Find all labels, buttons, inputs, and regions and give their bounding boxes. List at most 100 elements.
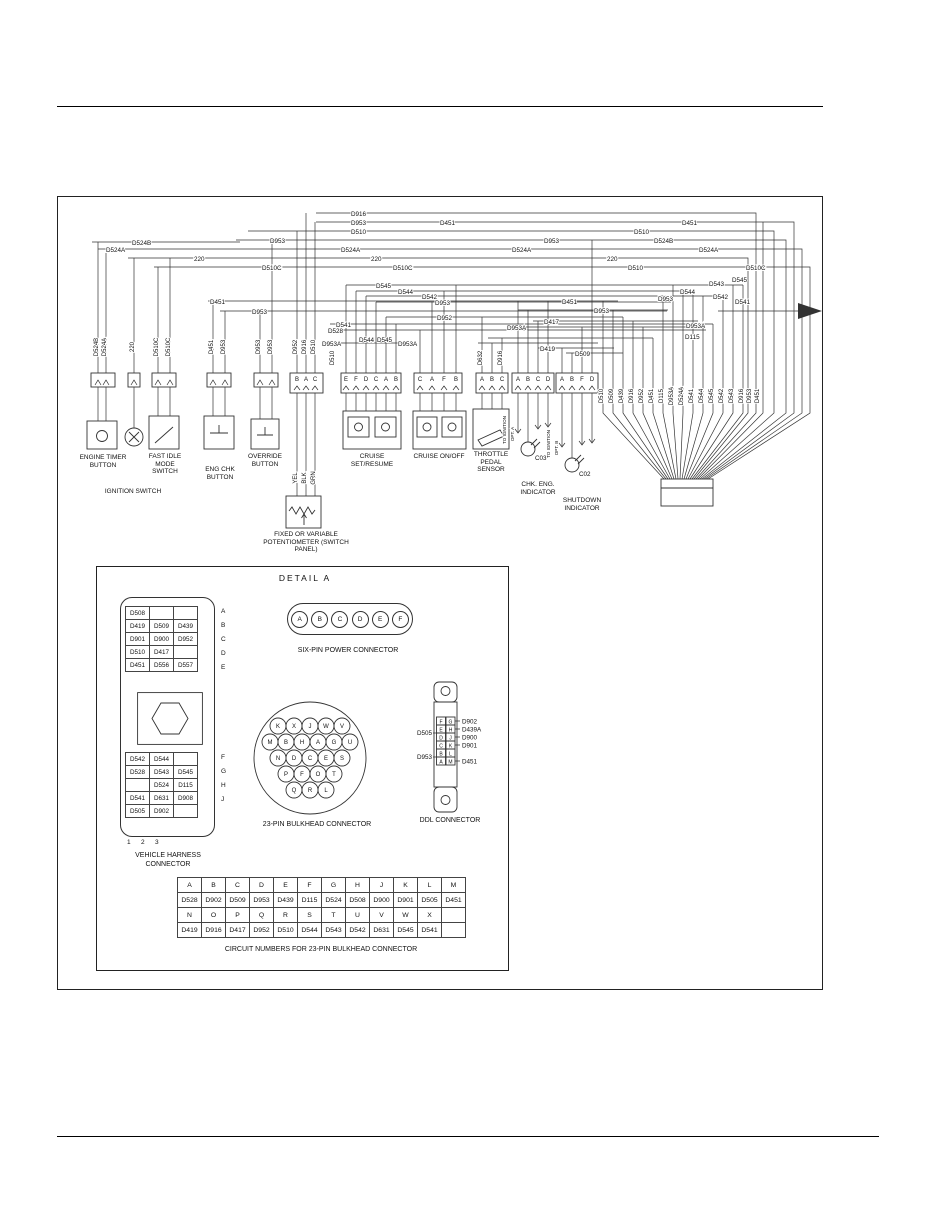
pin-letter: A bbox=[384, 377, 388, 383]
wire-label: D953 bbox=[351, 220, 367, 227]
top-rule bbox=[57, 106, 823, 107]
wire-label: D439A bbox=[462, 727, 482, 734]
wire-label: D509 bbox=[575, 351, 591, 358]
wire-label: 220 bbox=[130, 341, 136, 352]
connector-strip bbox=[475, 372, 509, 394]
harness-column-number: 1 bbox=[127, 839, 131, 846]
table-cell: F bbox=[297, 877, 322, 893]
label-fast-idle-mode-switch: FAST IDLE MODE SWITCH bbox=[148, 453, 182, 476]
table-cell: X bbox=[417, 907, 442, 923]
wire-label: D541 bbox=[735, 299, 751, 306]
wire-label: D510C bbox=[262, 265, 282, 272]
override-button-symbol bbox=[250, 418, 280, 450]
wire-label: D953 bbox=[544, 238, 560, 245]
wire-label: D524A bbox=[699, 247, 719, 254]
wire-label: D451 bbox=[440, 220, 456, 227]
potentiometer-symbol bbox=[285, 495, 322, 529]
note-label: TO IGNITION bbox=[546, 430, 551, 458]
wire-label: D543 bbox=[709, 281, 725, 288]
table-cell: T bbox=[321, 907, 346, 923]
wire-label: D953 bbox=[268, 339, 274, 354]
wire-label: D952 bbox=[437, 315, 453, 322]
pin-letter: B bbox=[490, 377, 494, 383]
reference-label: C02 bbox=[579, 471, 591, 478]
pin-letter: K bbox=[449, 743, 453, 749]
table-cell: D556 bbox=[149, 658, 174, 672]
pin-letter: M bbox=[268, 740, 273, 746]
table-cell: D542 bbox=[345, 922, 370, 938]
table-cell: D545 bbox=[393, 922, 418, 938]
pin-letter: G bbox=[332, 740, 337, 746]
table-cell: J bbox=[369, 877, 394, 893]
table-cell bbox=[441, 922, 466, 938]
pin-letter: B bbox=[284, 740, 288, 746]
harness-row-letter: D bbox=[221, 650, 226, 657]
harness-row-letter: E bbox=[221, 664, 226, 671]
label-bulkhead-connector: 23-PIN BULKHEAD CONNECTOR bbox=[262, 821, 372, 828]
table-cell: B bbox=[201, 877, 226, 893]
table-cell: C bbox=[225, 877, 250, 893]
throttle-pedal-symbol bbox=[472, 408, 510, 450]
pin-letter: G bbox=[449, 719, 453, 725]
wire-label: D952 bbox=[293, 339, 299, 354]
table-cell: D509 bbox=[225, 892, 250, 908]
wire-label: D545 bbox=[377, 337, 393, 344]
wire-label: D115 bbox=[685, 334, 700, 341]
wiring-diagram-frame: D916 D953 D451 D510 D524B D524A 220 D953… bbox=[57, 196, 823, 990]
label-vehicle-harness-connector: VEHICLE HARNESS CONNECTOR bbox=[135, 852, 201, 868]
table-cell: D541 bbox=[417, 922, 442, 938]
connector-pin: B bbox=[311, 610, 329, 628]
table-cell: D952 bbox=[249, 922, 274, 938]
component-symbols bbox=[86, 372, 714, 529]
pin-letter: L bbox=[449, 751, 452, 757]
wire-label: D902 bbox=[462, 719, 478, 726]
connector-pin: F bbox=[391, 610, 409, 628]
wire-label: D953 bbox=[221, 339, 227, 354]
table-cell: D952 bbox=[173, 632, 198, 646]
wire-label: D419 bbox=[540, 346, 556, 353]
harness-row-letter: A bbox=[221, 608, 226, 615]
table-cell: D bbox=[249, 877, 274, 893]
wire-color-label: BLK bbox=[302, 472, 308, 483]
table-cell: D115 bbox=[173, 778, 198, 792]
table-cell: D901 bbox=[125, 632, 150, 646]
pin-letter: C bbox=[313, 377, 318, 383]
wire-label: D509 bbox=[609, 388, 615, 403]
wire-label: D451 bbox=[649, 388, 655, 403]
bulkhead-connector: K X J W V M B H A G U N D C E S P F O T bbox=[253, 701, 367, 815]
connector-strip bbox=[151, 372, 177, 388]
vehicle-harness-connector bbox=[120, 597, 215, 837]
wire-label: D544 bbox=[699, 388, 705, 403]
connector-strip bbox=[253, 372, 279, 388]
wire-label: D505 bbox=[417, 730, 433, 737]
table-cell: D451 bbox=[441, 892, 466, 908]
pin-letter: F bbox=[300, 772, 304, 778]
pin-letter: B bbox=[526, 377, 530, 383]
wire-labels-mid: D545 D544 D542 D953 D952 D541 D528 D953A… bbox=[209, 276, 752, 359]
wire-label: D439 bbox=[619, 388, 625, 403]
harness-row-letter: C bbox=[221, 636, 226, 643]
detail-a-box: DETAIL A A B C D E F SIX-PIN POWER CONNE… bbox=[96, 566, 509, 971]
table-cell: D510 bbox=[125, 645, 150, 659]
connector-strip bbox=[413, 372, 463, 394]
table-cell: D419 bbox=[125, 619, 150, 633]
pin-letter: B bbox=[295, 377, 299, 383]
table-cell bbox=[173, 606, 198, 620]
wire-label: D451 bbox=[682, 220, 698, 227]
option-label: OPT. B bbox=[554, 441, 559, 456]
table-cell: V bbox=[369, 907, 394, 923]
wire-label: D451 bbox=[562, 299, 578, 306]
wire-label: D916 bbox=[498, 350, 504, 365]
table-cell: G bbox=[321, 877, 346, 893]
wire-label: D510 bbox=[628, 265, 644, 272]
table-cell: D631 bbox=[149, 791, 174, 805]
label-engine-timer-button: ENGINE TIMER BUTTON bbox=[79, 454, 127, 469]
wire-label: D541 bbox=[689, 388, 695, 403]
table-cell: D543 bbox=[321, 922, 346, 938]
wire-label: D543 bbox=[729, 388, 735, 403]
wire-label: D544 bbox=[398, 289, 414, 296]
pin-letter: A bbox=[480, 377, 484, 383]
pin-letter: B bbox=[394, 377, 398, 383]
label-shutdown-indicator: SHUTDOWN INDICATOR bbox=[562, 497, 602, 512]
